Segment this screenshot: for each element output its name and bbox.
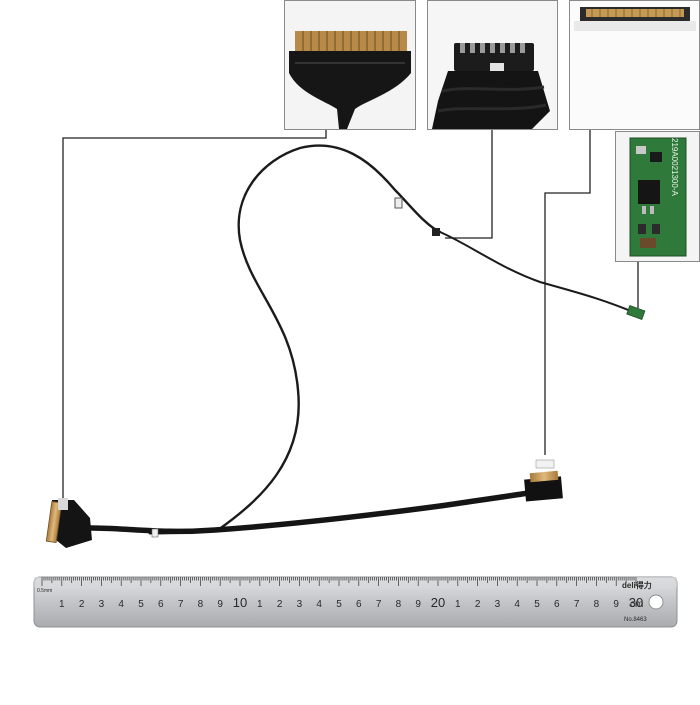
- battery-closeup-image: [428, 1, 557, 129]
- pcb-board-small: [626, 304, 646, 320]
- edp-closeup-image: [570, 1, 699, 129]
- cable-clip: [151, 528, 159, 538]
- leader-lines: [62, 125, 639, 505]
- ruler-number: 8: [594, 599, 600, 610]
- ruler-number: 9: [217, 599, 223, 610]
- ruler-number: 9: [415, 599, 421, 610]
- ruler-number: 4: [514, 599, 520, 610]
- ruler-numbers: 1 2 3 4 5 6 7 8 9 10 1 2 3 4 5 6 7 8 9 20 1 2 3 4 5 6 7 8 9 30: [59, 595, 643, 610]
- thin-cable-loop: [216, 144, 442, 532]
- ruler-number: 20: [431, 595, 445, 610]
- flat-cable: [87, 489, 538, 535]
- ruler-number: 2: [475, 599, 481, 610]
- ruler-number: 5: [534, 599, 540, 610]
- edp-connector: [524, 459, 563, 502]
- leader-line-lvds: [62, 125, 327, 505]
- ruler-hang-hole: [648, 594, 664, 610]
- ruler-number: 3: [495, 599, 501, 610]
- flat-cable-branch: [148, 518, 322, 535]
- inset-pcb-board: 219A0021300-A: [615, 131, 700, 262]
- ruler-number: 7: [574, 599, 580, 610]
- pcb-closeup-image: 219A0021300-A: [616, 132, 699, 261]
- ruler-number: 8: [396, 599, 402, 610]
- ruler-number: 4: [118, 599, 124, 610]
- ruler-number: 9: [613, 599, 619, 610]
- ruler-number: 5: [138, 599, 144, 610]
- ruler-small-label: 0.5mm: [37, 588, 52, 594]
- ruler-ticks: [41, 577, 637, 586]
- ruler-number: 3: [99, 599, 105, 610]
- inset-battery-connector: [427, 0, 558, 130]
- ruler-unit: cm: [630, 599, 643, 610]
- ruler-number: 8: [198, 599, 204, 610]
- ruler-number: 7: [376, 599, 382, 610]
- lvds-closeup-image: [285, 1, 415, 129]
- lvds-connector: [45, 498, 92, 548]
- leader-line-battery: [445, 130, 493, 239]
- ruler-number: 10: [233, 595, 247, 610]
- ruler-number: 6: [356, 599, 362, 610]
- ruler-number: 2: [277, 599, 283, 610]
- ruler-number: 3: [297, 599, 303, 610]
- pcb-label-text: 219A0021300-A: [670, 138, 679, 196]
- ruler-brand: deli得力: [622, 580, 652, 590]
- cable-assembly: [87, 144, 639, 535]
- inset-edp-connector: [569, 0, 700, 130]
- ruler-number: 7: [178, 599, 184, 610]
- ruler-number: 4: [316, 599, 322, 610]
- ruler-model: No.8463: [624, 617, 647, 623]
- ruler-number: 1: [257, 599, 263, 610]
- ruler-number: 1: [455, 599, 461, 610]
- ruler-number: 5: [336, 599, 342, 610]
- small-sensor-on-cable: [394, 197, 440, 236]
- ruler-number: 2: [79, 599, 85, 610]
- ruler-number: 30: [629, 595, 643, 610]
- thin-cable-right: [439, 231, 639, 315]
- ruler-number: 6: [554, 599, 560, 610]
- ruler-number: 1: [59, 599, 65, 610]
- leader-line-edp: [544, 130, 591, 455]
- ruler-number: 6: [158, 599, 164, 610]
- inset-lvds-connector: [284, 0, 416, 130]
